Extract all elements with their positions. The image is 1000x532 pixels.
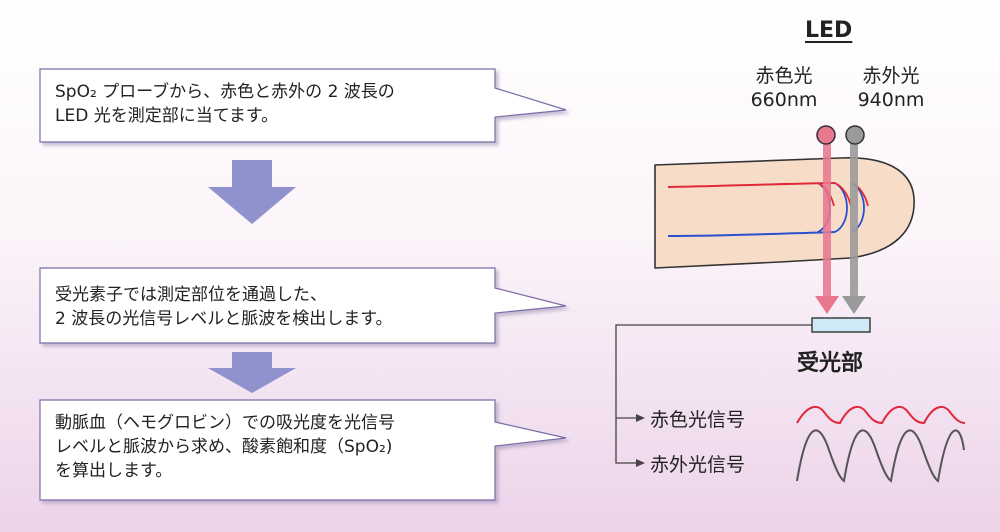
red-signal-arrowhead <box>636 414 645 422</box>
red-signal-waveform <box>796 405 966 425</box>
ir-light-beam <box>850 142 858 298</box>
ir-signal-arrowhead <box>636 459 645 467</box>
step3-line3: を算出します。 <box>55 461 173 481</box>
step1-text: SpO₂ プローブから、赤色と赤外の 2 波長の LED 光を測定部に当てます。 <box>55 80 395 128</box>
led-ir-name: 赤外光 <box>862 65 920 87</box>
led-title: LED <box>805 18 853 43</box>
red-led <box>816 125 836 145</box>
receiver-element <box>811 317 871 333</box>
finger-illustration <box>654 157 915 269</box>
vein-line <box>667 231 836 237</box>
led-ir-caption: 赤外光 940nm <box>845 64 937 112</box>
ir-signal-waveform <box>796 429 965 483</box>
led-ir-wavelength: 940nm <box>857 89 925 111</box>
receiver-label: 受光部 <box>797 351 864 376</box>
ir-light-arrowhead <box>842 296 866 314</box>
step3-text: 動脈血（ヘモグロビン）での吸光度を光信号 レベルと脈波から求め、酸素飽和度（Sp… <box>55 411 395 483</box>
red-light-arrowhead <box>815 296 839 314</box>
led-red-wavelength: 660nm <box>750 89 818 111</box>
led-red-name: 赤色光 <box>755 65 813 87</box>
led-red-caption: 赤色光 660nm <box>738 64 830 112</box>
step2-line1: 受光素子では測定部位を通過した、 <box>55 285 327 305</box>
step2-line2: 2 波長の光信号レベルと脈波を検出します。 <box>55 309 393 329</box>
ir-signal-label: 赤外光信号 <box>650 454 746 476</box>
red-signal-label: 赤色光信号 <box>650 409 746 431</box>
step2-text: 受光素子では測定部位を通過した、 2 波長の光信号レベルと脈波を検出します。 <box>55 283 393 331</box>
ir-led <box>845 125 865 145</box>
step3-line1: 動脈血（ヘモグロビン）での吸光度を光信号 <box>55 413 395 433</box>
step3-line2: レベルと脈波から求め、酸素飽和度（SpO₂) <box>55 437 393 457</box>
signal-connector <box>615 324 812 464</box>
red-light-beam <box>823 142 831 298</box>
step1-line1: SpO₂ プローブから、赤色と赤外の 2 波長の <box>55 82 395 102</box>
artery-line <box>667 182 836 188</box>
step1-line2: LED 光を測定部に当てます。 <box>55 106 279 126</box>
